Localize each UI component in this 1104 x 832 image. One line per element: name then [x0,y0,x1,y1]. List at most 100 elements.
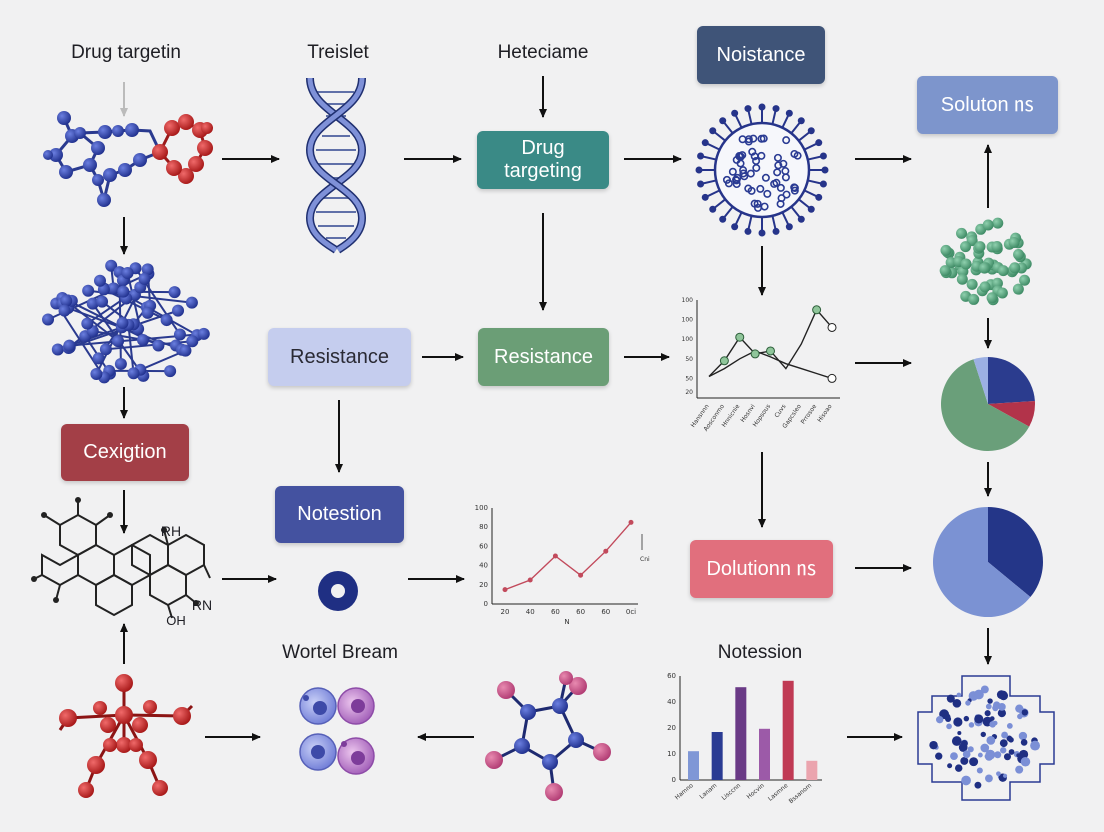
chart1-point [766,346,775,356]
bar-x-tick: Lisccnn [721,782,743,802]
virus-particle [733,173,742,182]
chart2-y-tick: 60 [479,542,488,550]
green-atom [1013,248,1025,260]
blue-atom [168,286,181,299]
virus-spike-tip [785,223,793,231]
chart2-point [603,548,609,554]
network-dot [1018,731,1028,741]
chart1-point [750,349,760,359]
pie2-slice [988,507,1043,598]
box-noistance-label: Noistance [716,43,806,66]
network-dot [963,715,970,722]
blue-atom [81,317,94,330]
chart1-y-tick: 20 [685,389,693,396]
green-atom [991,241,1003,253]
virus-particle [777,194,786,203]
network-dot [952,698,962,708]
blue-atom [121,266,134,279]
chart1-y-tick: 50 [685,375,693,382]
red-star-molecule-icon [58,674,194,798]
blue-atom [138,272,151,285]
virus-spike-tip [701,139,709,147]
line-chart-1: 100100100505020HansnnnAosconmoHnnicnieHo… [682,297,840,433]
network-dot [1001,731,1009,739]
network-dot [1008,749,1015,755]
green-atom [956,227,968,239]
chart1-point [827,322,837,332]
network-dot [936,716,944,724]
label-wortel-bream: Wortel Bream [282,642,398,663]
chart2-annotation: Cni [640,556,650,563]
green-atom [1019,274,1031,286]
virus-cell-icon [695,103,829,237]
chart1-point [827,373,837,383]
network-dot [976,767,983,774]
blue-atom [197,327,210,340]
chart2-point [552,553,558,559]
green-atom [960,241,972,253]
blue-atom [92,352,105,365]
virus-particle [790,149,799,158]
blue-atom [116,316,129,329]
blue-atom [99,343,112,356]
network-dot [954,764,963,772]
chart1-point [719,356,729,366]
box-resistance-green-label: Resistance [494,345,593,368]
green-atom [997,265,1009,277]
network-dot [943,713,951,721]
network-dot [989,721,996,728]
virus-particle [748,147,757,156]
network-dot [994,751,1002,759]
virus-spike-tip [719,215,727,223]
virus-spike-tip [785,109,793,117]
blue-atom [117,285,130,298]
green-atom [982,219,994,231]
blue-atom [164,365,177,378]
blue-atom [186,335,199,348]
network-dot [984,710,991,717]
blue-atom [179,344,192,357]
virus-particle [753,199,762,208]
chart2-x-tick: 0ci [626,608,636,616]
pie-chart-2 [932,507,1043,617]
network-dot [935,752,943,760]
network-dot [1021,709,1029,716]
box-resistance-light-label: Resistance [290,345,389,368]
virus-particle [728,167,737,176]
label-drug-targetin: Drug targetin [71,42,181,63]
green-atom [978,262,990,274]
virus-spike-tip [719,117,727,125]
chart2-y-tick: 40 [479,562,488,570]
blue-atom [107,282,120,295]
chemical-structure-icon [31,497,211,619]
virus-particle [761,173,770,182]
chart2-y-tick: 100 [475,504,488,512]
network-dot [953,717,963,727]
virus-spike-tip [772,105,780,113]
green-atom [1012,283,1024,295]
box-solutons: Soluton ㎱ [917,76,1058,134]
label-treislet: Treislet [307,42,369,63]
network-dot [967,746,974,753]
chart2-y-tick: 20 [479,581,488,589]
virus-particle [781,167,790,176]
virus-spike-tip [797,215,805,223]
network-dot [998,703,1006,711]
virus-particle [752,163,761,172]
virus-spike-tip [815,193,823,201]
blue-atom [51,343,64,356]
network-dot [996,690,1006,699]
virus-spike-tip [758,103,766,111]
virus-spike-tip [821,166,829,174]
box-drug-targeting: Drug targeting [477,131,609,189]
blue-atom [141,306,154,319]
network-dot [947,763,953,769]
blue-atom [93,274,106,287]
virus-particle [779,159,788,168]
network-dot [1030,740,1040,751]
virus-particle [782,136,791,145]
virus-spike-tip [815,139,823,147]
box-drug-targeting-label: Drug targeting [504,137,582,182]
box-solutons-label: Soluton ㎱ [940,93,1035,116]
